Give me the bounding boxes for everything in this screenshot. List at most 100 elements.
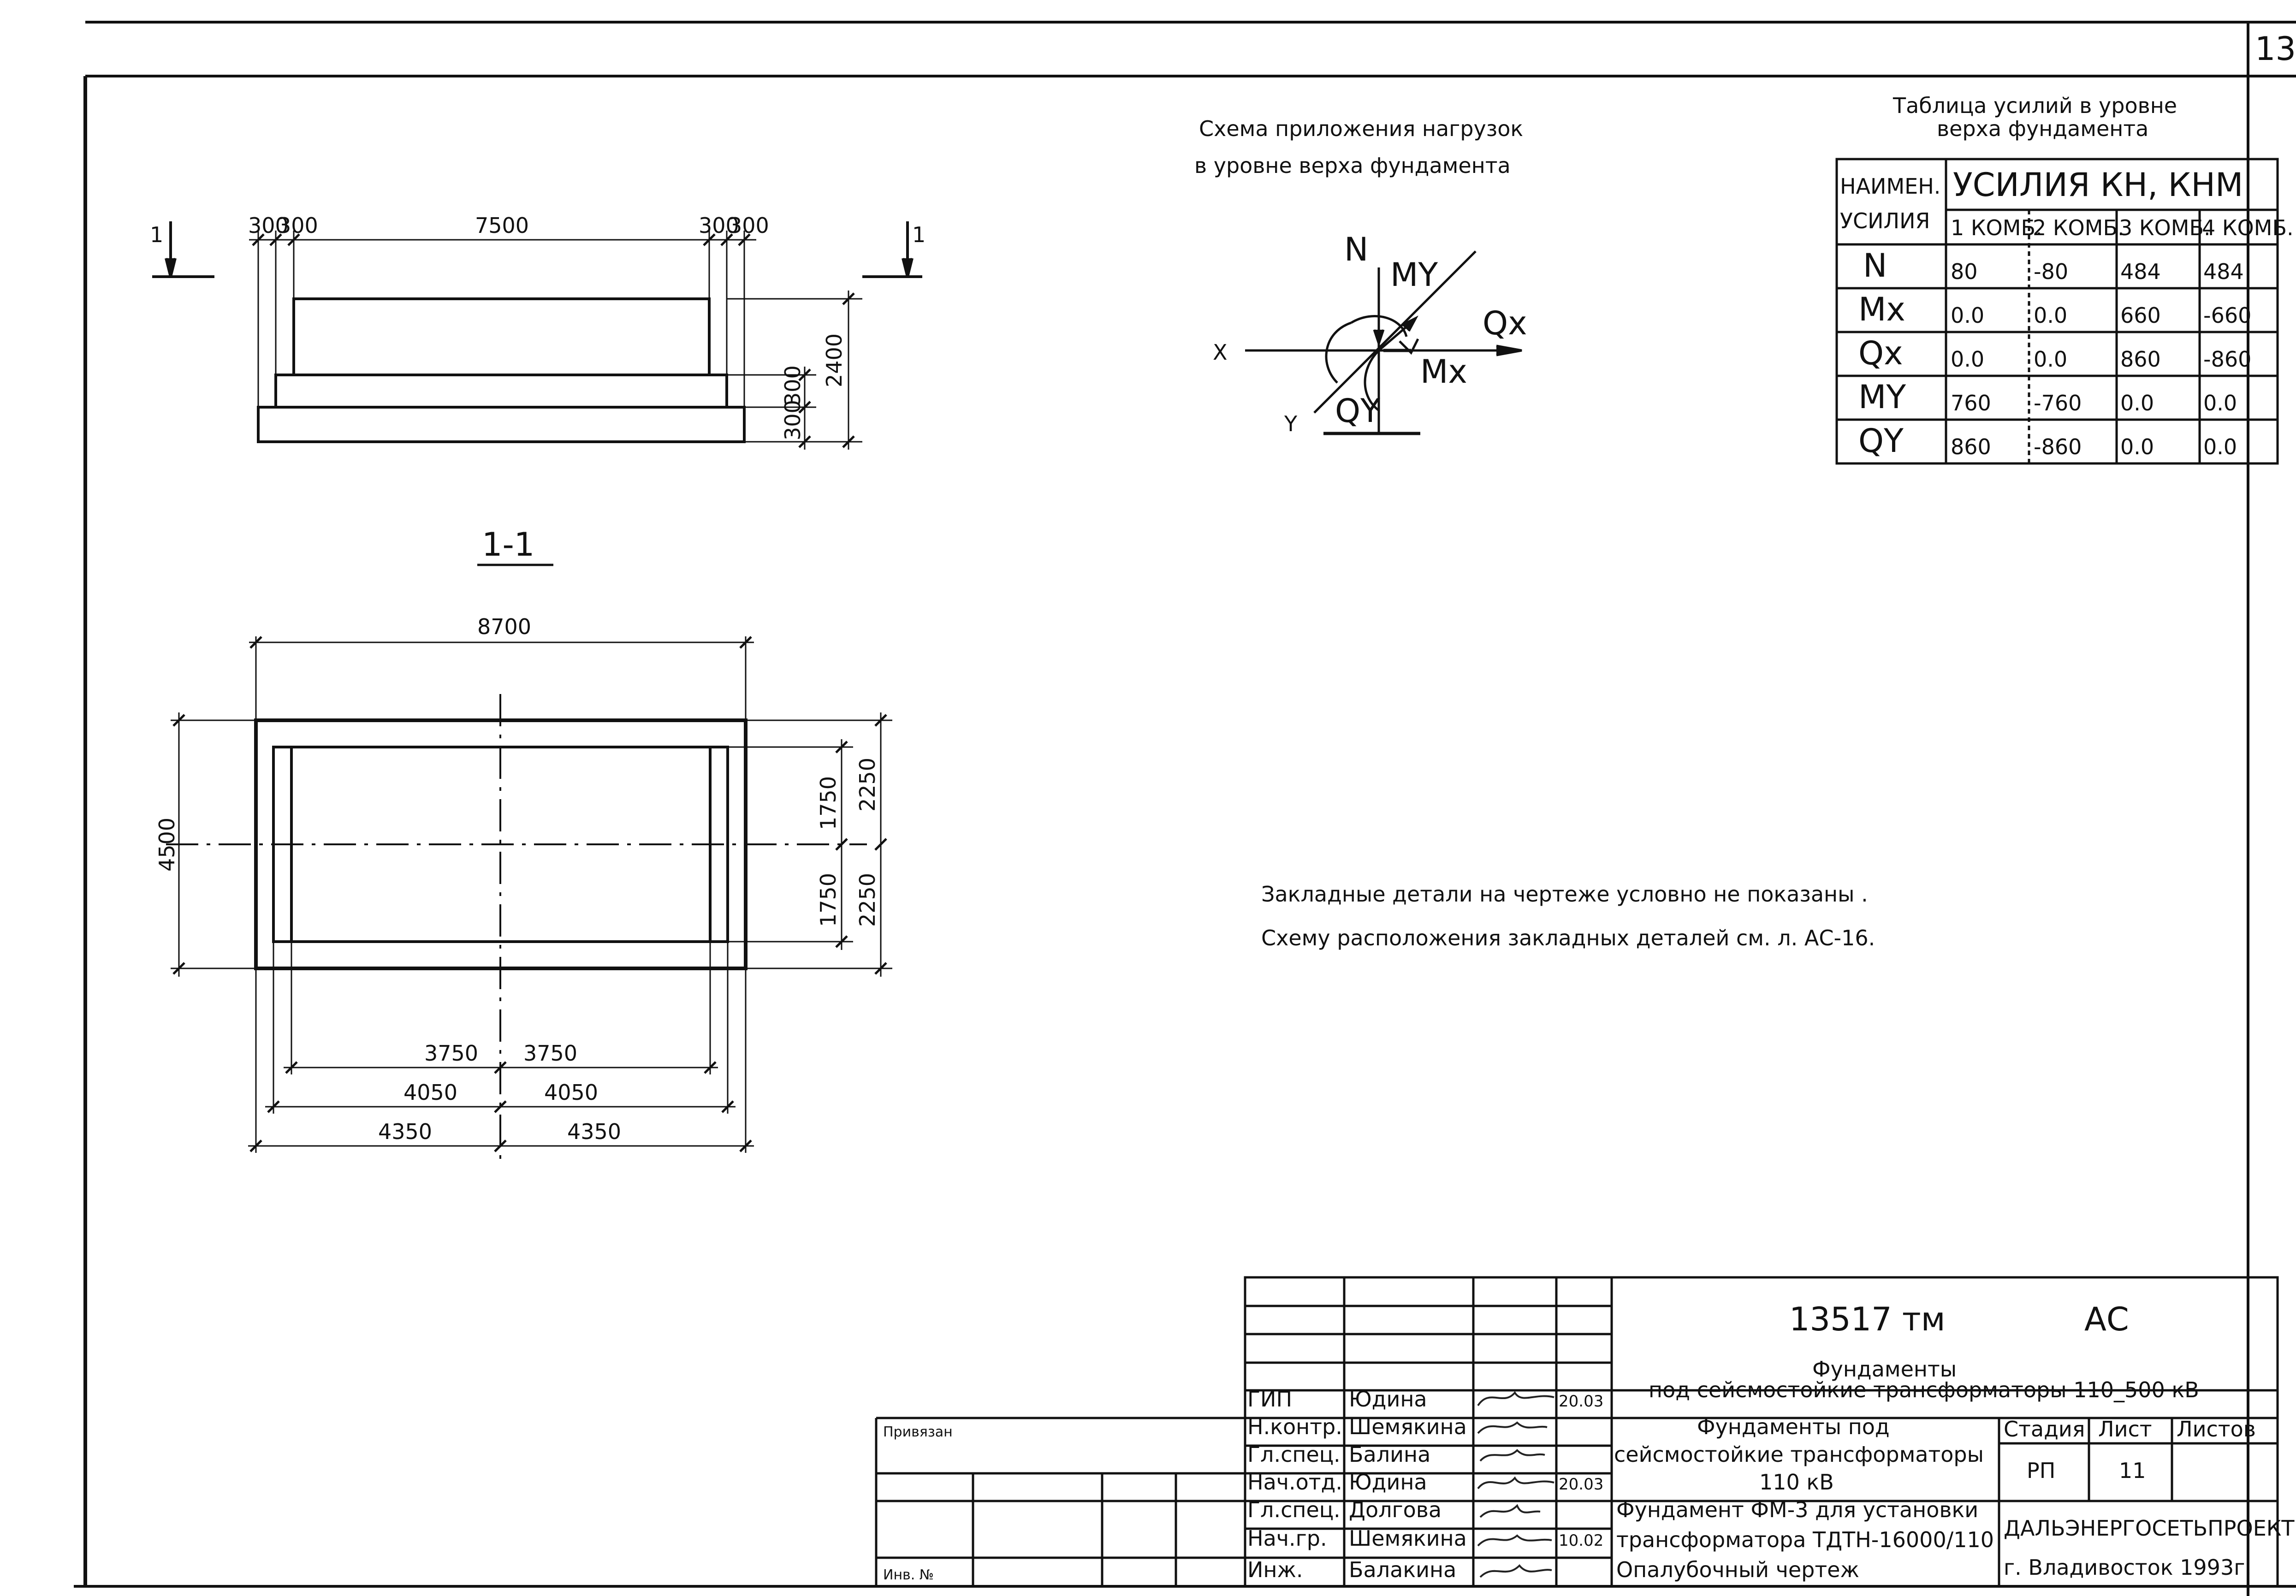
section-line-2: сейсмостойкие трансформаторы bbox=[1614, 1442, 1984, 1467]
page-number: 13 bbox=[2255, 30, 2296, 68]
sheet-value: 11 bbox=[2119, 1458, 2146, 1483]
forces-table-grid bbox=[1835, 158, 2279, 465]
staff-role: Инж. bbox=[1247, 1557, 1303, 1582]
section-mark-right: 1 bbox=[912, 222, 926, 247]
staff-name: Юдина bbox=[1349, 1387, 1427, 1412]
staff-name: Шемякина bbox=[1349, 1414, 1467, 1439]
elev-dim-300-d: 300 bbox=[729, 213, 769, 238]
forces-cell: 0.0 bbox=[1951, 303, 1984, 328]
load-scheme-title-2: в уровне верха фундамента bbox=[1194, 153, 1511, 178]
plan-dim-4050-right: 4050 bbox=[544, 1080, 598, 1105]
forces-row-name-qx: Qx bbox=[1858, 334, 1903, 372]
plan-dim-3750-left: 3750 bbox=[424, 1041, 478, 1066]
elevation-view bbox=[152, 221, 922, 450]
forces-cell: -860 bbox=[2203, 347, 2251, 372]
staff-name: Долгова bbox=[1349, 1497, 1442, 1522]
note-line-2: Схему расположения закладных деталей см.… bbox=[1261, 926, 1875, 950]
forces-cell: 0.0 bbox=[2203, 391, 2237, 415]
note-line-1: Закладные детали на чертеже условно не п… bbox=[1261, 882, 1868, 907]
forces-combo-3: 3 КОМБ. bbox=[2119, 215, 2211, 240]
elev-dim-300-upper: 300 bbox=[780, 365, 805, 406]
elev-dim-7500: 7500 bbox=[475, 213, 529, 238]
plan-dim-4350-left: 4350 bbox=[378, 1119, 432, 1144]
forces-row-name-n: N bbox=[1863, 247, 1887, 285]
forces-cell: 0.0 bbox=[2203, 434, 2237, 459]
title-block-grid bbox=[875, 1276, 2279, 1588]
forces-cell: 484 bbox=[2203, 259, 2244, 284]
doc-code: АС bbox=[2084, 1300, 2129, 1338]
forces-cell: 0.0 bbox=[2120, 391, 2154, 415]
forces-cell: 80 bbox=[1951, 259, 1978, 284]
staff-role: ГИП bbox=[1247, 1387, 1292, 1412]
sheet-line-1: Фундамент ФМ-3 для установки bbox=[1616, 1497, 1978, 1522]
forces-cell: 484 bbox=[2120, 259, 2161, 284]
forces-combo-4: 4 КОМБ. bbox=[2202, 215, 2294, 240]
plan-dim-2250-bottom: 2250 bbox=[855, 873, 880, 927]
inv-label: Инв. № bbox=[883, 1567, 934, 1583]
forces-cell: 0.0 bbox=[2120, 434, 2154, 459]
doc-number: 13517 тм bbox=[1789, 1300, 1946, 1338]
section-line-3: 110 кВ bbox=[1759, 1470, 1834, 1495]
privyazan-label: Привязан bbox=[883, 1424, 953, 1440]
sheet-line-2: трансформатора ТДТН-16000/110 bbox=[1616, 1527, 1994, 1552]
plan-view bbox=[166, 636, 892, 1167]
forces-cell: 760 bbox=[1951, 391, 1991, 415]
elev-dim-300-c: 300 bbox=[699, 213, 739, 238]
staff-role: Нач.гр. bbox=[1247, 1526, 1327, 1551]
stage-label: Стадия bbox=[2004, 1417, 2085, 1442]
sheet-line-3: Опалубочный чертеж bbox=[1616, 1557, 1859, 1582]
plan-dim-4050-left: 4050 bbox=[403, 1080, 457, 1105]
forces-table-title-1: Таблица усилий в уровне bbox=[1893, 93, 2177, 118]
staff-role: Гл.спец. bbox=[1247, 1442, 1341, 1467]
plan-ticks bbox=[172, 636, 887, 1152]
forces-cell: 660 bbox=[2120, 303, 2161, 328]
staff-role: Гл.спец. bbox=[1247, 1497, 1341, 1522]
project-line-1: Фундаменты bbox=[1812, 1357, 1957, 1382]
stage-value: РП bbox=[2027, 1458, 2055, 1483]
staff-role: Нач.отд. bbox=[1247, 1470, 1342, 1495]
forces-row-name-mx: Mx bbox=[1858, 291, 1905, 328]
forces-cell: 860 bbox=[2120, 347, 2161, 372]
staff-name: Балакина bbox=[1349, 1557, 1456, 1582]
forces-cell: -860 bbox=[2034, 434, 2082, 459]
forces-cell: 0.0 bbox=[2034, 303, 2067, 328]
forces-cell: -760 bbox=[2034, 391, 2082, 415]
staff-date: 20.03 bbox=[1559, 1392, 1603, 1411]
forces-row-name-qy: QY bbox=[1858, 422, 1904, 460]
plan-dim-4350-right: 4350 bbox=[567, 1119, 621, 1144]
load-label-my: MY bbox=[1390, 256, 1438, 294]
staff-date: 20.03 bbox=[1559, 1475, 1603, 1494]
elev-dim-2400: 2400 bbox=[822, 333, 847, 387]
plan-dim-4500: 4500 bbox=[154, 818, 179, 872]
elevation-ticks bbox=[252, 233, 855, 448]
forces-table-title-2: верха фундамента bbox=[1937, 116, 2148, 141]
forces-cell: 0.0 bbox=[1951, 347, 1984, 372]
org-name: ДАЛЬЭНЕРГОСЕТЬПРОЕКТ bbox=[2004, 1516, 2295, 1541]
plan-dim-2250-top: 2250 bbox=[855, 758, 880, 812]
section-line-1: Фундаменты под bbox=[1697, 1414, 1890, 1439]
section-title: 1-1 bbox=[482, 526, 534, 564]
plan-dim-1750-top: 1750 bbox=[816, 776, 841, 830]
sheet-frame bbox=[74, 21, 2296, 1596]
staff-name: Шемякина bbox=[1349, 1526, 1467, 1551]
elev-dim-300-b: 300 bbox=[278, 213, 318, 238]
signatures bbox=[1477, 1391, 1554, 1578]
forces-cell: 860 bbox=[1951, 434, 1991, 459]
elev-dim-300-a: 300 bbox=[248, 213, 289, 238]
forces-cell: -80 bbox=[2034, 259, 2068, 284]
load-label-n: N bbox=[1344, 231, 1368, 268]
sheet-label: Лист bbox=[2098, 1417, 2152, 1442]
forces-header-name-2: УСИЛИЯ bbox=[1840, 208, 1930, 233]
forces-combo-2: 2 КОМБ. bbox=[2033, 215, 2124, 240]
forces-row-name-my: MY bbox=[1858, 378, 1906, 416]
forces-cell: 0.0 bbox=[2034, 347, 2067, 372]
forces-combo-1: 1 КОМБ. bbox=[1951, 215, 2042, 240]
project-line-2: под сейсмостойкие трансформаторы 110_500… bbox=[1649, 1377, 2199, 1402]
staff-role: Н.контр. bbox=[1247, 1414, 1342, 1439]
forces-cell: -660 bbox=[2203, 303, 2251, 328]
staff-date: 10.02 bbox=[1559, 1531, 1603, 1550]
load-scheme-title-1: Схема приложения нагрузок bbox=[1199, 116, 1523, 141]
elev-dim-300-lower: 300 bbox=[780, 400, 805, 440]
load-scheme-diagram bbox=[1245, 250, 1522, 435]
